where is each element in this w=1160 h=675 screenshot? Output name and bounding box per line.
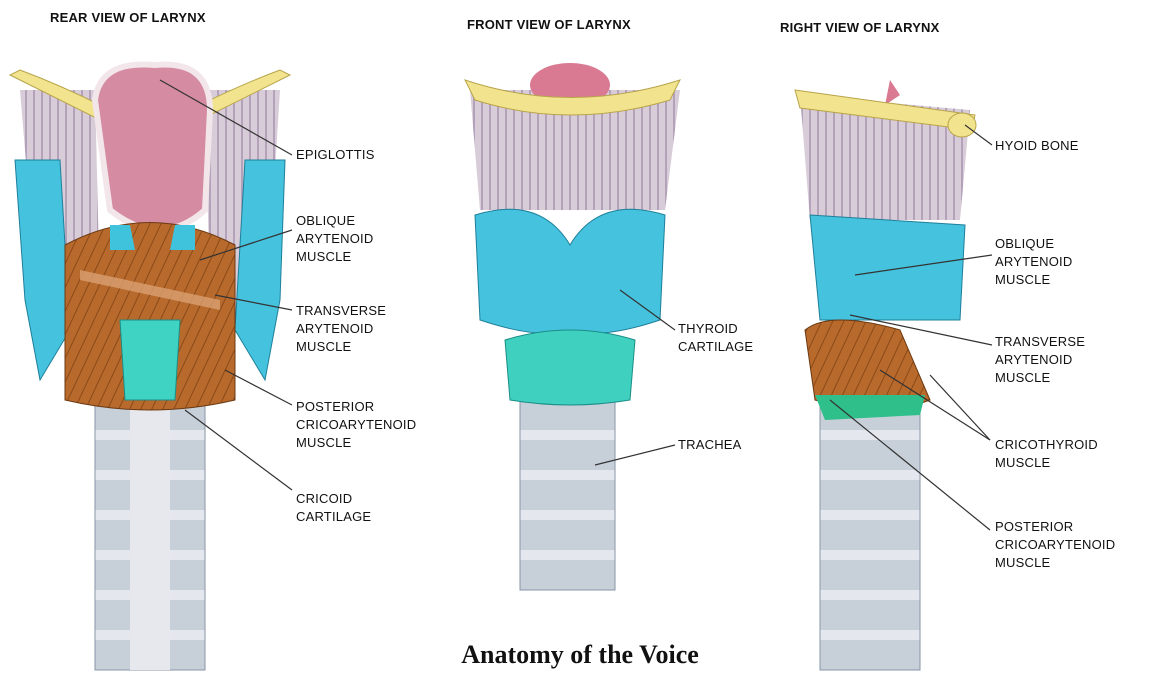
figure-caption: Anatomy of the Voice xyxy=(0,640,1160,670)
label-rear-posterior: POSTERIOR CRICOARYTENOID MUSCLE xyxy=(296,398,416,452)
right-hyoid-horn xyxy=(948,113,976,137)
rear-cricoid-lamina xyxy=(120,320,180,400)
right-view-drawing xyxy=(795,80,976,670)
label-front-trachea: TRACHEA xyxy=(678,436,742,454)
label-rear-transverse: TRANSVERSE ARYTENOID MUSCLE xyxy=(296,302,386,356)
label-right-hyoid: HYOID BONE xyxy=(995,137,1079,155)
label-right-posterior: POSTERIOR CRICOARYTENOID MUSCLE xyxy=(995,518,1115,572)
rear-epiglottis xyxy=(95,64,210,230)
label-rear-epiglottis: EPIGLOTTIS xyxy=(296,146,375,164)
right-trachea xyxy=(820,400,920,670)
label-right-oblique: OBLIQUE ARYTENOID MUSCLE xyxy=(995,235,1072,289)
front-trachea xyxy=(520,400,615,590)
rear-left-thyroid-lobe xyxy=(15,160,70,380)
rear-view-drawing xyxy=(10,64,290,670)
right-epiglottis-tip xyxy=(885,80,900,105)
right-thyroid-cartilage xyxy=(810,215,965,320)
front-thyroid-cartilage xyxy=(475,209,665,333)
label-right-cricothyroid: CRICOTHYROID MUSCLE xyxy=(995,436,1098,472)
rear-trachea-membrane xyxy=(130,395,170,670)
label-rear-cricoid: CRICOID CARTILAGE xyxy=(296,490,371,526)
front-cricoid xyxy=(505,330,635,405)
label-rear-oblique: OBLIQUE ARYTENOID MUSCLE xyxy=(296,212,373,266)
label-front-thyroid: THYROID CARTILAGE xyxy=(678,320,753,356)
label-right-transverse: TRANSVERSE ARYTENOID MUSCLE xyxy=(995,333,1085,387)
front-view-drawing xyxy=(465,63,680,590)
